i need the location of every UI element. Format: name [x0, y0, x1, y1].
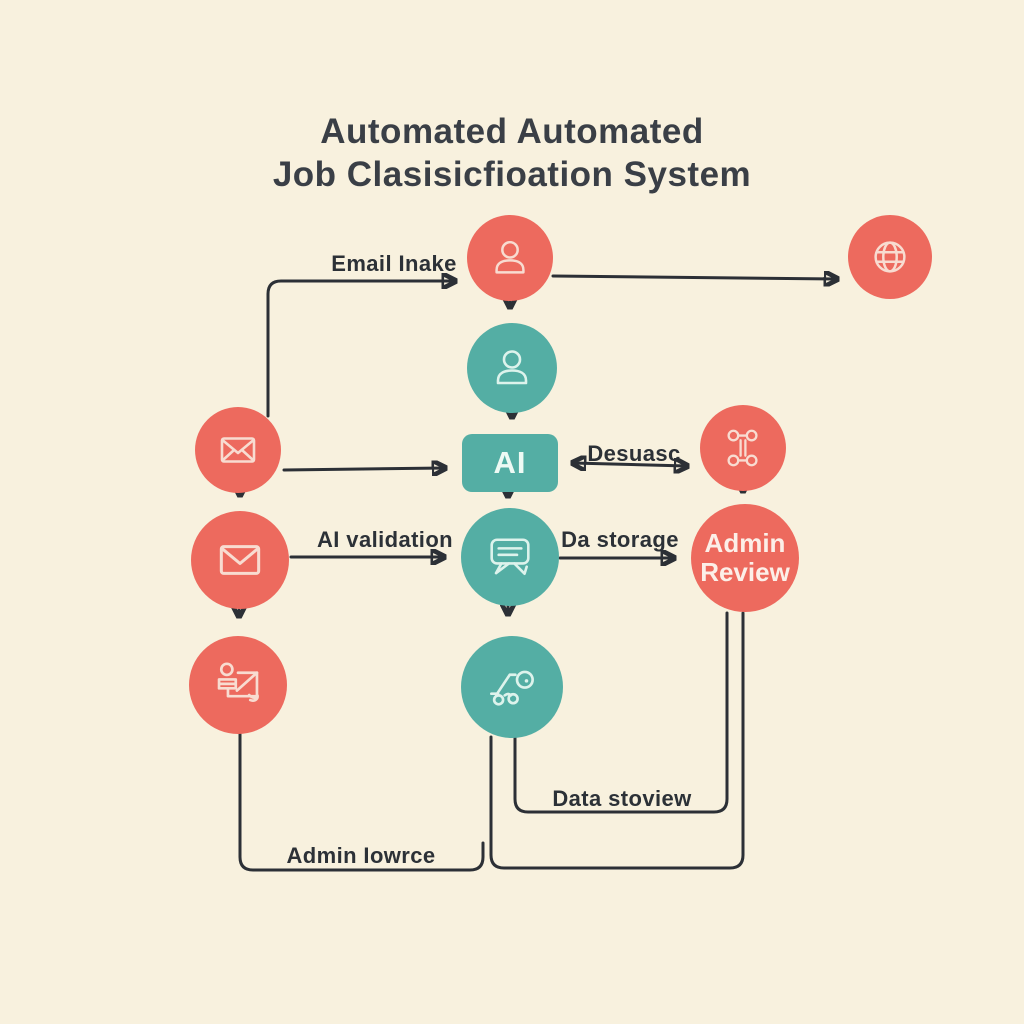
chat-node — [461, 508, 559, 606]
network-node — [700, 405, 786, 491]
edge-email1-to-ai — [282, 468, 445, 470]
chat-bubble-icon — [490, 538, 530, 575]
edge-admin-iowrce — [238, 732, 485, 872]
network-nodes-icon — [727, 429, 758, 467]
admin-iowrce-edge-label: Admin Iowrce — [286, 843, 436, 868]
email-node-2 — [191, 511, 289, 609]
title-line-1: Automated Automated — [320, 112, 704, 151]
intake-user-node — [467, 215, 553, 301]
envelope-icon — [220, 437, 256, 463]
desuasc-edge-label: Desuasc — [587, 441, 681, 466]
title-line-2: Job Clasisicfioation System — [272, 155, 752, 194]
applicant-user-node — [467, 323, 557, 413]
edge-email-intake — [266, 281, 455, 418]
user-icon — [495, 240, 525, 274]
edge-data-stoview — [513, 611, 729, 814]
email-intake-edge-label: Email Inake — [331, 251, 457, 276]
user-icon — [496, 350, 528, 385]
agent-email-node — [189, 636, 287, 734]
envelope-icon — [219, 545, 261, 575]
email-node-1 — [195, 407, 281, 493]
scooter-search-node — [461, 636, 563, 738]
page-title: Automated Automated Job Clasisicfioation… — [0, 110, 1024, 196]
person-envelope-icon — [217, 662, 259, 702]
edge-user-to-globe — [551, 276, 837, 279]
data-stoview-edge-label: Data stoview — [552, 786, 692, 811]
web-node — [848, 215, 932, 299]
ai-node-label: AI — [493, 444, 527, 480]
edge-scooter-to-admin-outer — [489, 611, 745, 870]
globe-icon — [874, 241, 906, 273]
ai-validation-edge-label: AI validation — [317, 527, 453, 552]
edge-desuasc-bidirectional — [573, 463, 687, 466]
admin-review-label: Admin Review — [700, 527, 790, 587]
ai-node: AI — [462, 434, 558, 492]
admin-review-node: Admin Review — [691, 504, 799, 612]
da-storage-edge-label: Da storage — [561, 527, 679, 552]
scooter-search-icon — [490, 670, 534, 706]
